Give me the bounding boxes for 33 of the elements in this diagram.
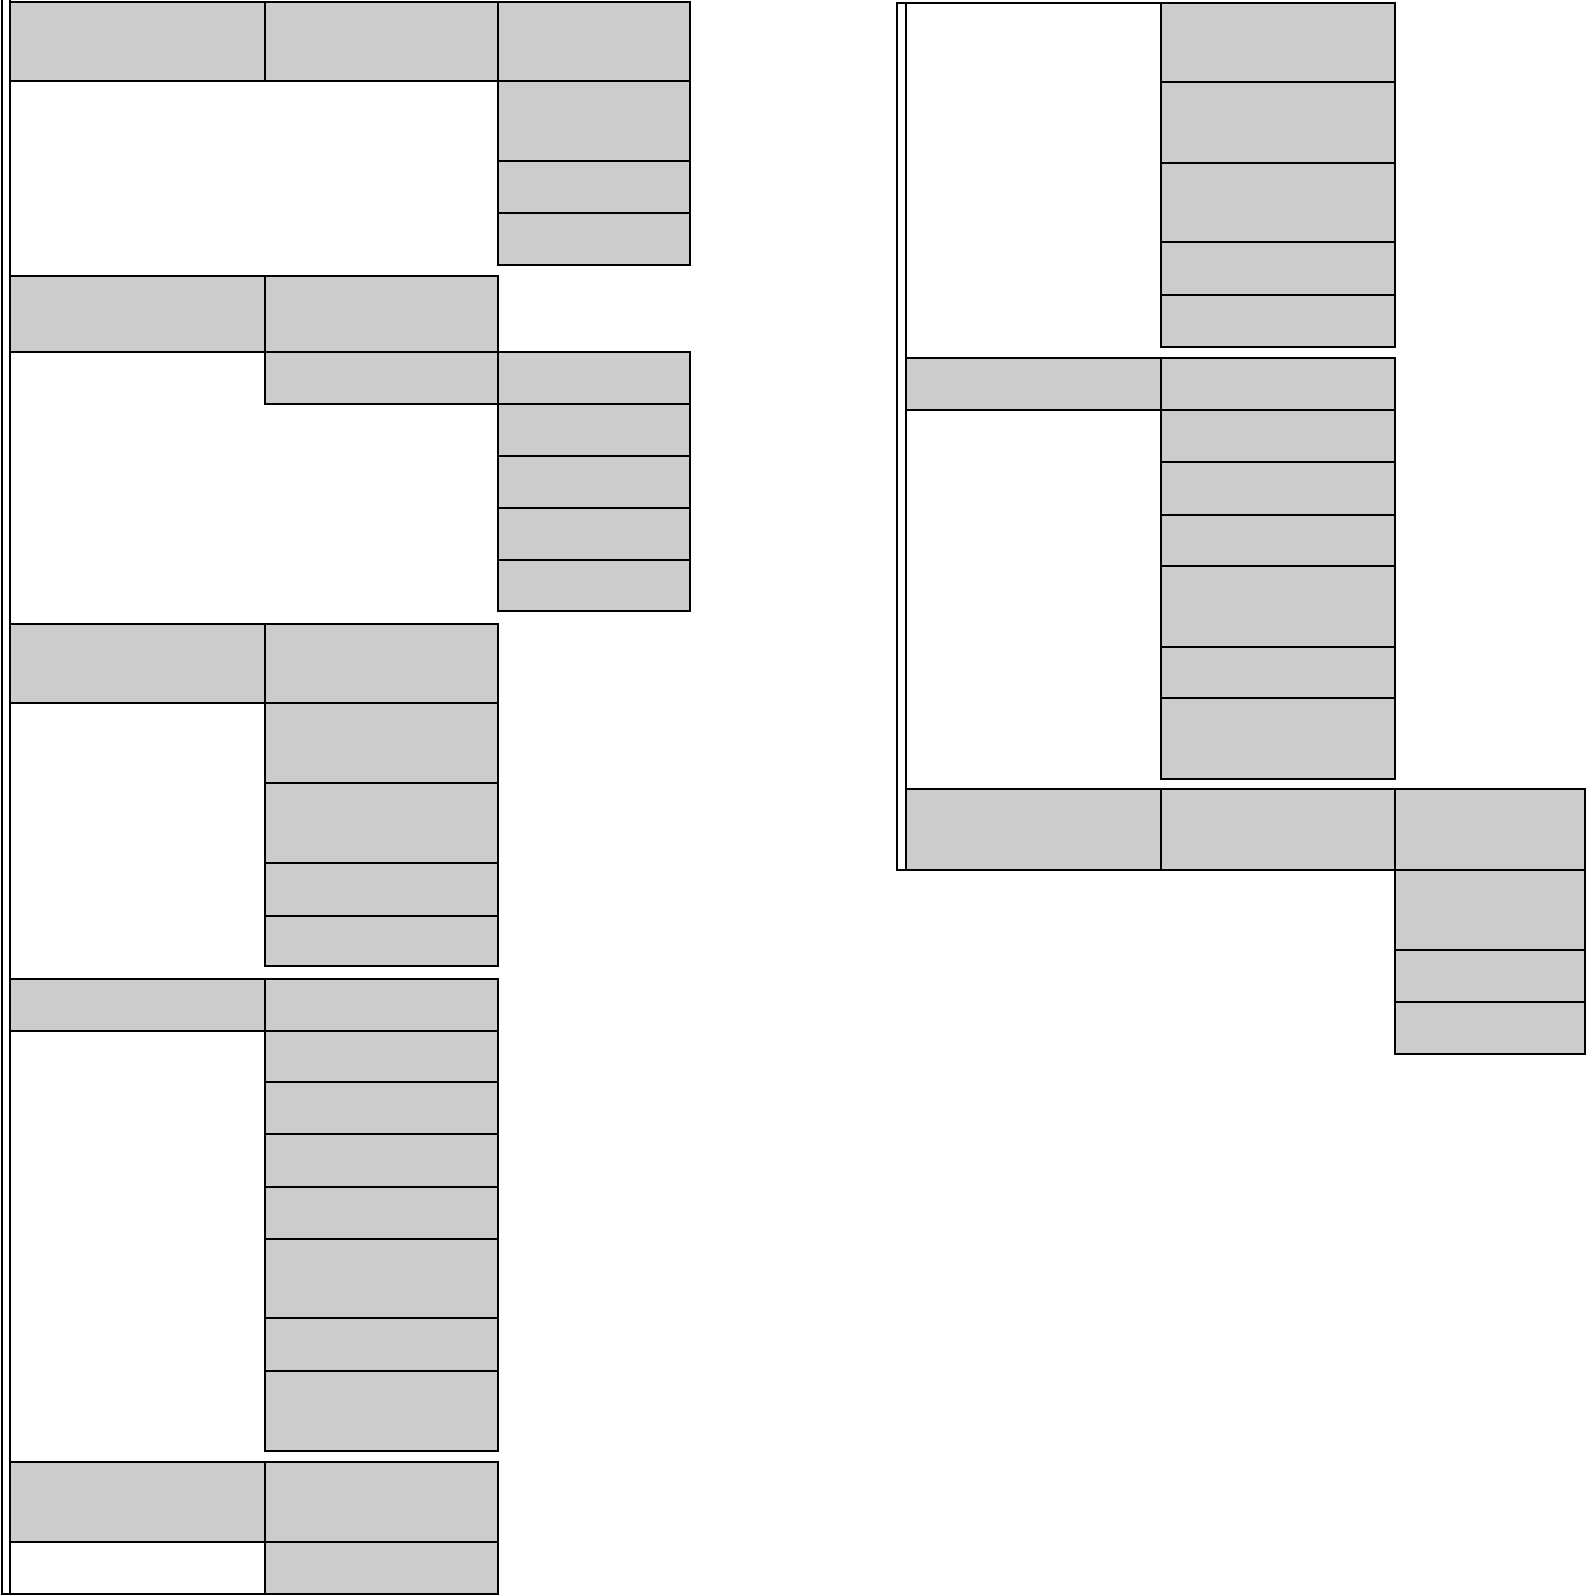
empty-box (264, 1541, 499, 1595)
empty-box (1160, 81, 1396, 164)
empty-box (497, 212, 691, 266)
empty-box (264, 1370, 499, 1452)
empty-box (264, 1238, 499, 1319)
empty-box (264, 702, 499, 784)
empty-box (264, 1133, 499, 1188)
empty-box (497, 80, 691, 162)
empty-box (497, 507, 691, 561)
empty-box (1394, 1001, 1586, 1055)
empty-box (1160, 514, 1396, 567)
empty-box (1160, 294, 1396, 348)
empty-box (1394, 949, 1586, 1003)
empty-box (1160, 697, 1396, 780)
empty-box (264, 862, 499, 917)
empty-box (497, 455, 691, 509)
empty-box (264, 915, 499, 967)
empty-box (497, 160, 691, 214)
empty-box (264, 1081, 499, 1135)
empty-box (264, 1186, 499, 1240)
empty-box (264, 782, 499, 864)
empty-box (1394, 869, 1586, 951)
empty-box (1160, 2, 1396, 83)
empty-box (264, 1030, 499, 1083)
empty-box (497, 559, 691, 612)
empty-box (1160, 565, 1396, 648)
empty-box (264, 1317, 499, 1372)
empty-box (1160, 646, 1396, 699)
empty-box (1160, 241, 1396, 296)
empty-box (1160, 461, 1396, 516)
empty-box (497, 403, 691, 457)
empty-box (1160, 409, 1396, 463)
empty-box (1160, 162, 1396, 243)
